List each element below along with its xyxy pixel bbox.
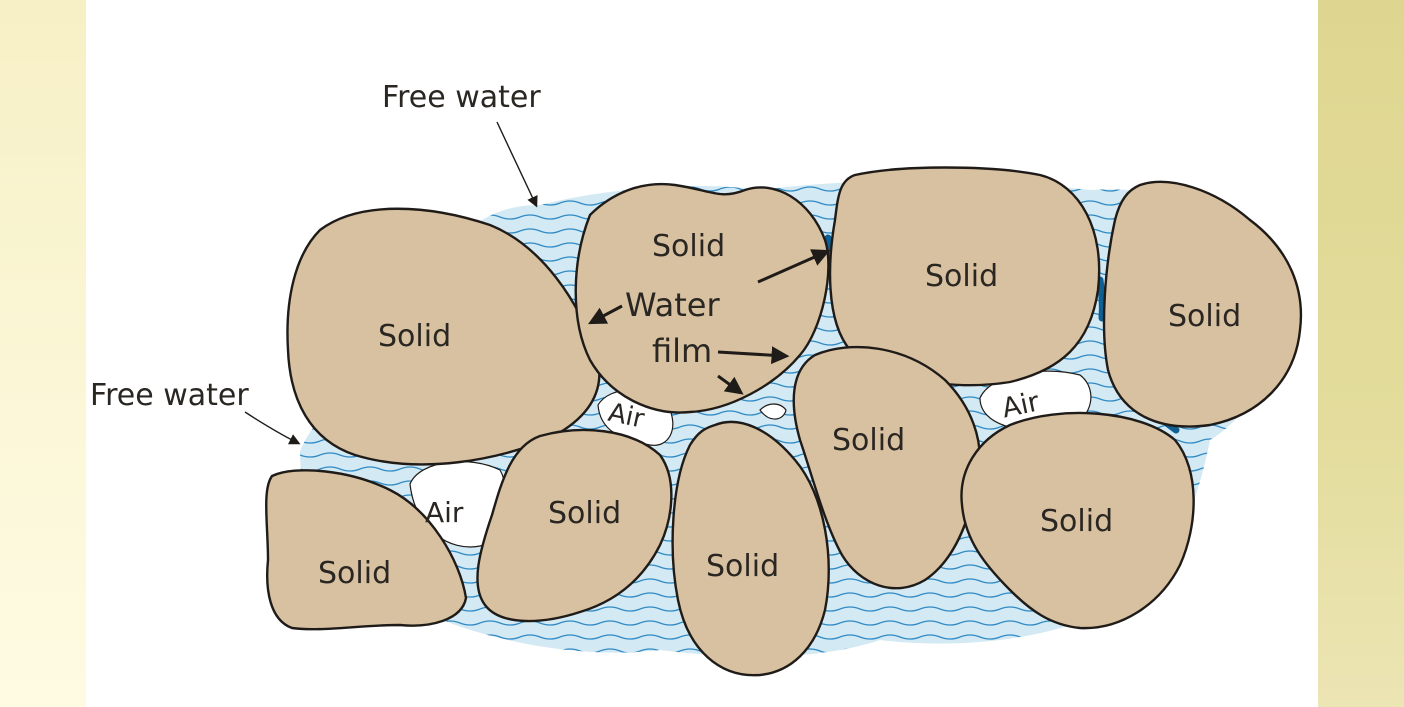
solid-label: Solid bbox=[706, 549, 779, 584]
solid-label: Solid bbox=[1168, 299, 1241, 334]
solid-label: Solid bbox=[1040, 504, 1113, 539]
solid-label: Solid bbox=[925, 259, 998, 294]
solid-label: Solid bbox=[548, 496, 621, 531]
solid-label: Solid bbox=[832, 423, 905, 458]
water-film-label-line2: film bbox=[652, 332, 712, 370]
free-water-left-label: Free water bbox=[90, 378, 249, 413]
water-film-label-line1: Water bbox=[625, 286, 720, 324]
solid-label: Solid bbox=[652, 229, 725, 264]
solid-label: Solid bbox=[378, 319, 451, 354]
free-water-top-arrow bbox=[497, 122, 536, 205]
free-water-top-label: Free water bbox=[382, 80, 541, 115]
water-film bbox=[1100, 280, 1102, 318]
solid-label: Solid bbox=[318, 556, 391, 591]
air-label: Air bbox=[425, 496, 464, 529]
free-water-left-arrow bbox=[245, 412, 298, 443]
